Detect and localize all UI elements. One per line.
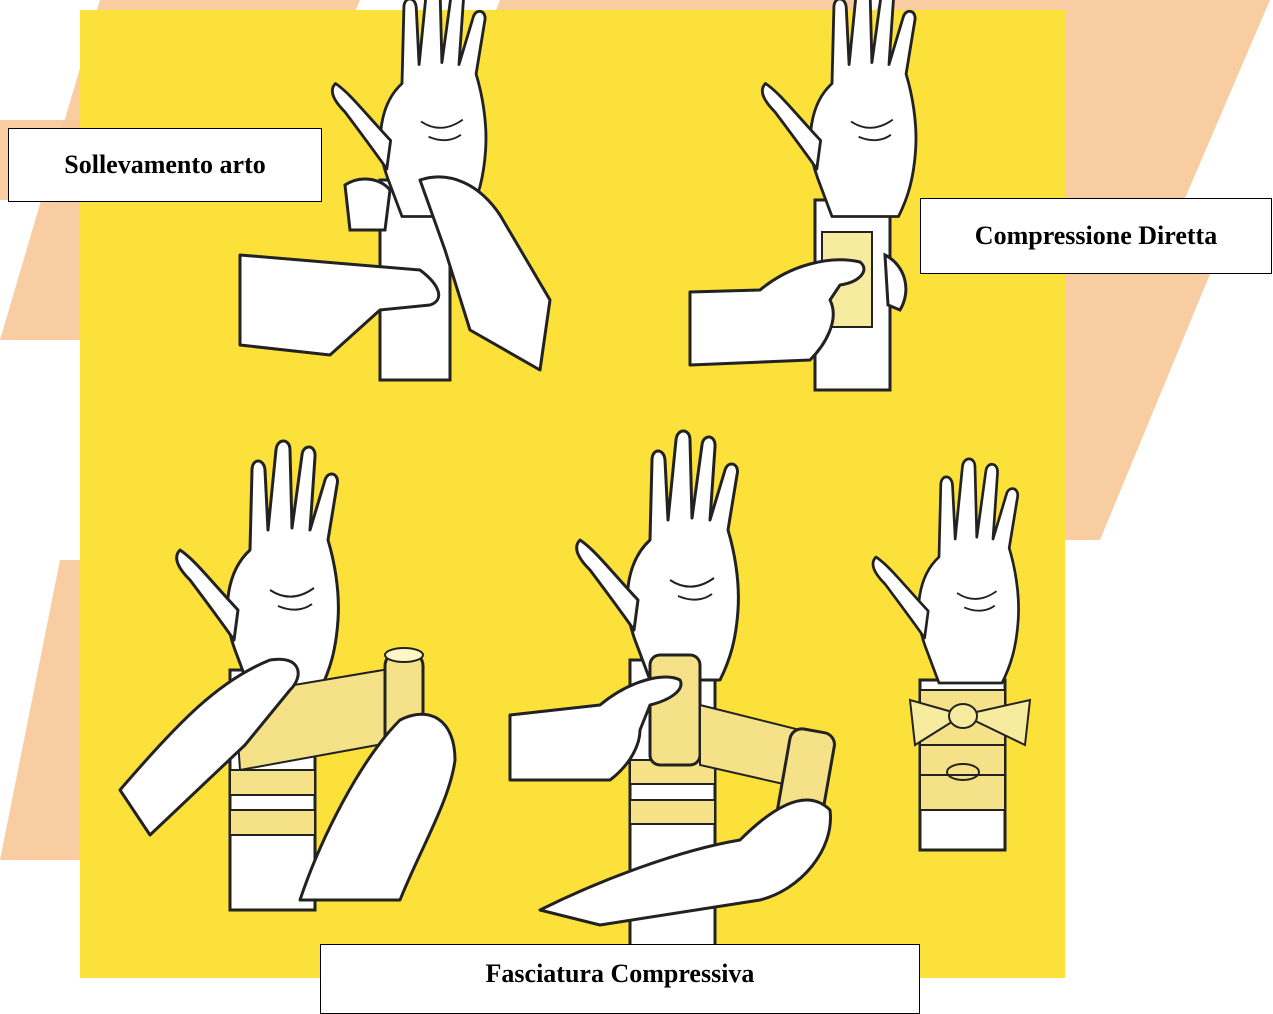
label-compressive-bandage: Fasciatura Compressiva [320,944,920,1014]
label-elevation: Sollevamento arto [8,128,322,202]
label-direct-compression: Compressione Diretta [920,198,1272,274]
